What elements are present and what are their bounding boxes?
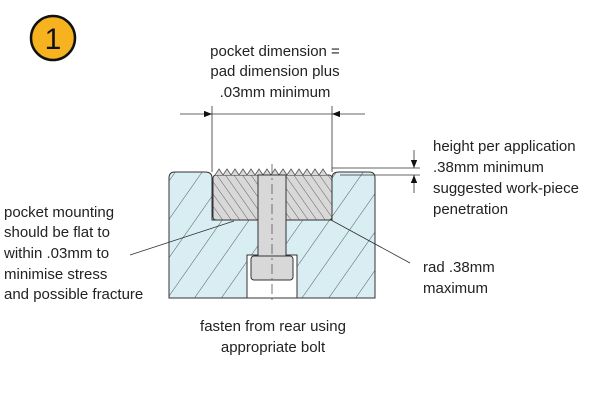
svg-text:height per application: height per application — [433, 138, 576, 155]
label-height: height per application .38mm minimum sug… — [433, 138, 579, 218]
dimension-lines — [129, 106, 420, 264]
step-badge: 1 — [29, 14, 77, 62]
svg-text:penetration: penetration — [433, 201, 508, 218]
svg-text:pocket mounting: pocket mounting — [4, 204, 114, 221]
bolt — [246, 164, 298, 300]
svg-text:minimise stress: minimise stress — [4, 266, 107, 283]
label-rad: rad .38mm maximum — [423, 259, 495, 297]
svg-text:rad .38mm: rad .38mm — [423, 259, 495, 276]
svg-text:.38mm minimum: .38mm minimum — [433, 159, 544, 176]
svg-text:maximum: maximum — [423, 280, 488, 297]
svg-text:appropriate bolt: appropriate bolt — [221, 339, 326, 356]
svg-text:.03mm minimum: .03mm minimum — [220, 84, 331, 101]
label-pocket-dimension: pocket dimension = pad dimension plus .0… — [210, 43, 340, 101]
svg-text:should be flat to: should be flat to — [4, 224, 110, 241]
label-fasten: fasten from rear using appropriate bolt — [200, 318, 346, 356]
svg-text:suggested work-piece: suggested work-piece — [433, 180, 579, 197]
svg-text:and possible fracture: and possible fracture — [4, 286, 143, 303]
svg-text:fasten from rear using: fasten from rear using — [200, 318, 346, 335]
svg-text:pad dimension plus: pad dimension plus — [210, 63, 339, 80]
label-mounting: pocket mounting should be flat to within… — [3, 204, 143, 303]
svg-text:pocket dimension =: pocket dimension = — [210, 43, 340, 60]
svg-text:1: 1 — [45, 23, 62, 56]
svg-text:within .03mm to: within .03mm to — [3, 245, 109, 262]
